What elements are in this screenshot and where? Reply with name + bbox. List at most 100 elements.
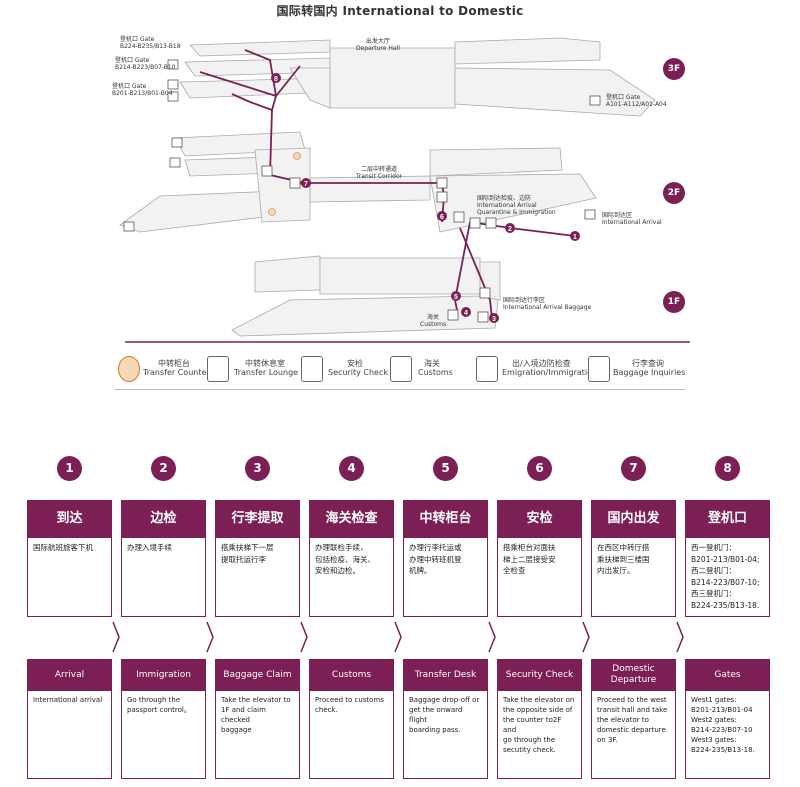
- legend-en: Transfer Counter: [143, 368, 210, 377]
- floor-badge-2f: 2F: [663, 182, 685, 204]
- step-zh-title: 到达: [27, 500, 112, 538]
- step-zh-text: 在西区中转厅搭 乘扶梯到三楼国 内出发厅。: [597, 543, 650, 575]
- legend-en: Security Check: [328, 368, 389, 377]
- legend-en: Emigration/Immigration: [502, 368, 598, 377]
- svg-text:4: 4: [464, 310, 468, 317]
- svg-text:8: 8: [274, 76, 278, 83]
- step-zh-text: 办理入境手续: [127, 543, 172, 552]
- legend-zh: 中转柜台: [158, 359, 190, 368]
- baggage-inquiry-icon: [588, 356, 610, 382]
- step-en-text: Proceed to customs check.: [315, 696, 384, 714]
- map-facility-icons: [123, 59, 601, 323]
- step-number: 3: [245, 456, 270, 481]
- floor-3f-slabs: [179, 37, 656, 117]
- step-en-box: International arrival: [27, 691, 112, 779]
- step-number: 4: [339, 456, 364, 481]
- legend-en: Customs: [418, 368, 453, 377]
- legend-en: Transfer Lounge: [234, 368, 299, 377]
- svg-text:2: 2: [508, 226, 512, 233]
- step-number: 8: [715, 456, 740, 481]
- step-en-title: Transfer Desk: [403, 659, 488, 691]
- chevron-right-icon: [112, 621, 120, 653]
- step-zh-title: 边检: [121, 500, 206, 538]
- step-zh-box: 国际航班旅客下机: [27, 538, 112, 617]
- legend-zh: 行李查询: [632, 359, 664, 368]
- step-zh-text: 搭乘扶梯下一层 提取托运行李: [221, 543, 274, 564]
- step-zh-text: 搭乘柜台对面扶 梯上二层接受安 全检查: [503, 543, 556, 575]
- step-en-title: Immigration: [121, 659, 206, 691]
- step-en-title: Security Check: [497, 659, 582, 691]
- legend-divider: [115, 389, 685, 390]
- step-zh-title: 海关检查: [309, 500, 394, 538]
- step-zh-title: 国内出发: [591, 500, 676, 538]
- step-en-title: Arrival: [27, 659, 112, 691]
- step-en-text: International arrival: [33, 696, 103, 704]
- legend-zh: 出/入境边防检查: [512, 359, 571, 368]
- step-en-text: Proceed to the west transit hall and tak…: [597, 696, 668, 744]
- step-en-text: Take the elevator to 1F and claim checke…: [221, 696, 291, 734]
- step-zh-text: 国际航班旅客下机: [33, 543, 93, 552]
- step-zh-box: 办理入境手续: [121, 538, 206, 617]
- step-zh-box: 在西区中转厅搭 乘扶梯到三楼国 内出发厅。: [591, 538, 676, 617]
- step-en-text: Take the elevator on the opposite side o…: [503, 696, 575, 754]
- step-number: 2: [151, 456, 176, 481]
- step-en-text: Baggage drop-off or get the onward fligh…: [409, 696, 480, 734]
- step-en-box: Take the elevator to 1F and claim checke…: [215, 691, 300, 779]
- step-en-title: Baggage Claim: [215, 659, 300, 691]
- floor-2f-slabs: [119, 131, 597, 233]
- chevron-right-icon: [300, 621, 308, 653]
- legend-zh: 中转休息室: [245, 359, 285, 368]
- svg-text:3: 3: [492, 316, 496, 323]
- route-marker-labels: 1 2 3 4 5 6 7 8: [274, 76, 577, 323]
- step-zh-text: 西一登机门： B201-213/B01-04; 西二登机门： B214-223/…: [691, 543, 760, 610]
- floor-1f-slabs: [231, 255, 501, 337]
- step-en-text: West1 gates: B201-213/B01-04 West2 gates…: [691, 696, 755, 754]
- step-en-box: Go through the passport control。: [121, 691, 206, 779]
- step-number: 7: [621, 456, 646, 481]
- chevron-right-icon: [676, 621, 684, 653]
- step-zh-box: 搭乘扶梯下一层 提取托运行李: [215, 538, 300, 617]
- step-zh-box: 办理联检手续， 包括检疫、海关、 安检和边检。: [309, 538, 394, 617]
- step-number: 6: [527, 456, 552, 481]
- step-en-title: Gates: [685, 659, 770, 691]
- security-check-icon: [301, 356, 323, 382]
- step-zh-box: 搭乘柜台对面扶 梯上二层接受安 全检查: [497, 538, 582, 617]
- step-zh-text: 办理行李托运或 办理中转班机登 机牌。: [409, 543, 462, 575]
- step-en-title: Customs: [309, 659, 394, 691]
- step-number: 1: [57, 456, 82, 481]
- step-en-text: Go through the passport control。: [127, 696, 191, 714]
- legend-zh: 海关: [424, 359, 440, 368]
- floor-plan-map: 1 2 3 4 5 6 7 8: [119, 37, 690, 343]
- chevron-right-icon: [206, 621, 214, 653]
- legend-zh: 安检: [347, 359, 363, 368]
- step-zh-title: 行李提取: [215, 500, 300, 538]
- step-en-box: Proceed to customs check.: [309, 691, 394, 779]
- orange-transfer-markers: [268, 152, 301, 216]
- svg-text:1: 1: [573, 234, 577, 241]
- svg-text:7: 7: [304, 181, 308, 188]
- chevron-right-icon: [488, 621, 496, 653]
- transfer-lounge-icon: [207, 356, 229, 382]
- step-zh-text: 办理联检手续， 包括检疫、海关、 安检和边检。: [315, 543, 375, 575]
- step-en-title: Domestic Departure: [591, 659, 676, 691]
- step-zh-title: 中转柜台: [403, 500, 488, 538]
- step-en-box: West1 gates: B201-213/B01-04 West2 gates…: [685, 691, 770, 779]
- immigration-icon: [476, 356, 498, 382]
- route-markers: [271, 73, 580, 323]
- step-zh-title: 登机口: [685, 500, 770, 538]
- svg-text:5: 5: [454, 294, 458, 301]
- chevron-right-icon: [582, 621, 590, 653]
- step-en-box: Take the elevator on the opposite side o…: [497, 691, 582, 779]
- floor-badge-3f: 3F: [663, 58, 685, 80]
- floor-badge-1f: 1F: [663, 291, 685, 313]
